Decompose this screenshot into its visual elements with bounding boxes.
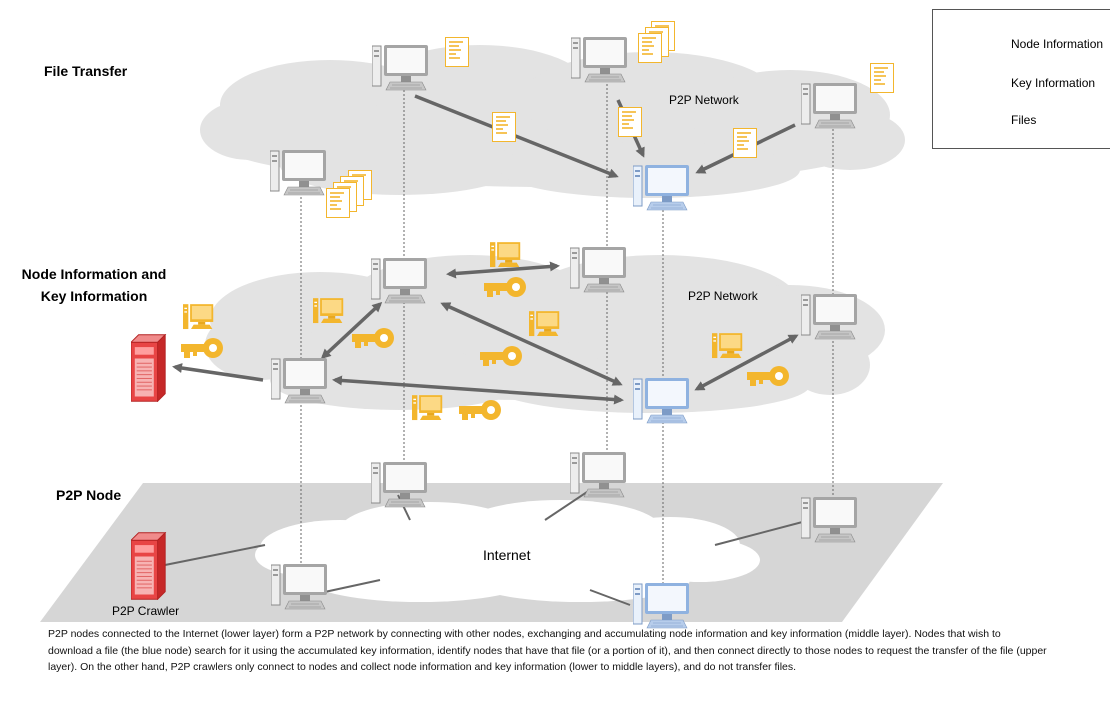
node-computer-upper-3 [270,150,327,196]
file-icon [492,112,516,142]
downloading-node-computer-lower [633,583,690,629]
figure-caption: P2P nodes connected to the Internet (low… [48,628,1047,674]
file-icon [733,128,757,158]
node-information-icon [529,311,560,337]
internet-cloud [255,500,760,602]
node-computer-upper-4 [801,83,858,129]
legend-files-label: Files [1011,113,1037,127]
middle-network-label: P2P Network [688,289,759,303]
node-information-icon [412,395,443,421]
internet-links [164,489,811,606]
file-icon [638,33,662,63]
downloading-node-computer-upper [633,165,690,211]
node-information-icon [313,298,344,324]
node-computer-lower-2 [570,452,627,498]
node-computer-upper-2 [571,37,628,83]
file-icon [326,188,350,218]
downloading-node-computer-middle [633,378,690,424]
node-computer-middle-2 [570,247,627,293]
legend-node-information-label: Node Information [1011,37,1104,51]
node-information-icon [183,304,214,330]
legend: Node Information Key Information Files [932,9,1110,149]
p2p-crawler-server-middle [131,334,166,402]
layer-label-file-transfer: File Transfer [44,63,128,79]
node-information-icon [712,333,743,359]
legend-key-information-label: Key Information [1011,76,1096,90]
node-computer-middle-3 [271,358,328,404]
key-icon [181,338,223,358]
file-icon [618,107,642,137]
node-info-arrows [172,261,799,405]
node-computer-lower-1 [371,462,428,508]
layer-label-node-information: Node Information and Key Information [21,266,167,304]
node-information-icon [490,242,521,268]
node-computer-lower-4 [801,497,858,543]
p2p-crawler-server-lower [131,532,166,600]
file-icon [445,37,469,67]
internet-label: Internet [483,547,531,563]
node-computer-lower-3 [271,564,328,610]
upper-network-label: P2P Network [669,93,740,107]
node-computer-middle-4 [801,294,858,340]
layer-label-p2p-node: P2P Node [56,487,122,503]
file-icon [870,63,894,93]
node-computer-upper-1 [372,45,429,91]
crawler-label: P2P Crawler [112,604,179,618]
node-computer-middle-1 [371,258,428,304]
